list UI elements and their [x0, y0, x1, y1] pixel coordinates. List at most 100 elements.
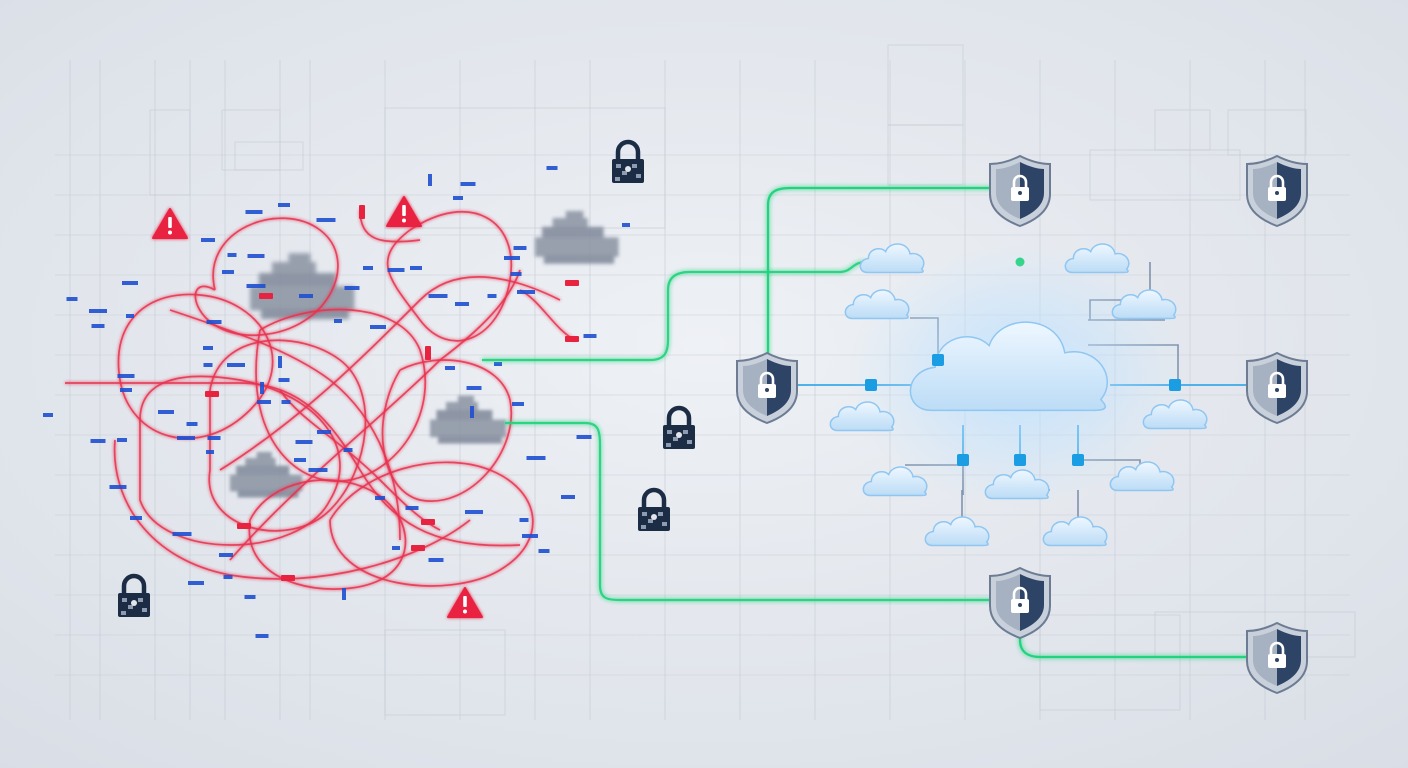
pixel-block: [236, 465, 290, 477]
data-fragment: [387, 268, 405, 272]
padlock-shackle: [121, 573, 147, 594]
shield-icon: [989, 154, 1051, 228]
warning-dot: [168, 230, 172, 235]
chaotic-link: [169, 309, 401, 541]
cloud-node: [1142, 399, 1208, 430]
red-marker: [281, 575, 295, 581]
data-fragment: [201, 238, 215, 242]
pixel-noise: [667, 430, 672, 434]
data-fragment: [453, 196, 463, 200]
red-marker: [359, 205, 365, 219]
lock-shackle: [1269, 174, 1285, 187]
data-fragment: [522, 534, 538, 538]
red-marker: [237, 523, 251, 529]
chaotic-link: [255, 308, 426, 483]
data-fragment: [342, 588, 346, 600]
data-fragment: [172, 532, 192, 536]
pixel-block: [430, 419, 506, 438]
pixel-block: [458, 395, 474, 404]
shield-dark-half: [1020, 162, 1044, 219]
pixel-noise: [142, 608, 147, 612]
data-fragment: [375, 496, 385, 500]
shield-icon: [1246, 154, 1308, 228]
cloud-node: [924, 516, 990, 547]
data-fragment: [117, 438, 127, 442]
cloud-body: [1064, 243, 1130, 274]
data-fragment: [244, 595, 256, 599]
data-fragment: [122, 281, 138, 285]
data-fragment: [294, 458, 306, 462]
data-fragment: [203, 363, 213, 367]
shield-light-half: [996, 162, 1020, 219]
chaotic-link: [229, 269, 521, 561]
cloud-body: [862, 466, 928, 497]
chaotic-link: [65, 382, 521, 547]
red-marker: [565, 280, 579, 286]
blurred-cloud: [430, 395, 506, 444]
data-fragment: [344, 286, 360, 290]
cloud-body: [1042, 516, 1108, 547]
lock-shackle: [1012, 174, 1028, 187]
shield-dark-half: [1277, 162, 1301, 219]
shield-icon: [1246, 351, 1308, 425]
data-fragment: [207, 436, 221, 440]
cloud-node: [984, 469, 1050, 500]
cloud-body: [829, 401, 895, 432]
data-fragment: [130, 516, 142, 520]
pixel-block: [288, 253, 311, 265]
keyhole: [651, 514, 657, 520]
cloud-node: [1042, 516, 1108, 547]
pixel-noise: [615, 177, 620, 181]
warning-icon: [386, 196, 422, 227]
data-fragment: [186, 422, 198, 426]
data-fragment: [117, 374, 135, 378]
chaotic-link: [117, 293, 274, 440]
shield-icon: [736, 351, 798, 425]
data-fragment: [246, 284, 266, 288]
bridge-connections: [482, 260, 1000, 602]
shield-icon: [1246, 621, 1308, 695]
data-fragment: [465, 510, 483, 514]
cloud-body: [844, 289, 910, 320]
lock-shackle: [1012, 586, 1028, 599]
data-fragment: [126, 314, 134, 318]
secure-link: [505, 421, 1000, 602]
padlock-icon: [118, 573, 150, 617]
network-node: [1169, 379, 1181, 391]
pixel-block: [543, 254, 615, 264]
data-fragment: [363, 266, 373, 270]
data-fragment: [260, 382, 264, 394]
padlock-icon: [638, 487, 670, 531]
shield-light-half: [996, 574, 1020, 631]
shield-light-half: [1253, 359, 1277, 416]
data-fragment: [247, 254, 265, 258]
data-fragment: [299, 294, 313, 298]
data-fragment: [206, 320, 222, 324]
data-fragment: [188, 581, 204, 585]
cloud-body: [859, 243, 925, 274]
padlock-icon: [663, 405, 695, 449]
padlock-icon: [612, 139, 644, 183]
data-fragment: [203, 346, 213, 350]
data-fragment: [227, 253, 237, 257]
data-fragment: [222, 270, 234, 274]
pixel-noise: [121, 611, 126, 615]
data-fragment: [227, 363, 245, 367]
cloud-node: [829, 401, 895, 432]
padlock-shackle: [666, 405, 692, 426]
data-fragment: [343, 448, 353, 452]
data-fragment: [504, 256, 520, 260]
cloud-node: [859, 243, 925, 274]
data-fragment: [428, 294, 448, 298]
data-fragment: [526, 456, 546, 460]
chaotic-link: [329, 461, 534, 587]
grid-box: [1039, 614, 1181, 711]
secure-link: [482, 260, 867, 362]
data-fragment: [158, 410, 174, 414]
data-fragment: [561, 495, 575, 499]
data-fragment: [410, 266, 422, 270]
shield-light-half: [1253, 629, 1277, 686]
data-fragment: [109, 485, 127, 489]
pixel-noise: [122, 598, 127, 602]
data-fragment: [43, 413, 53, 417]
